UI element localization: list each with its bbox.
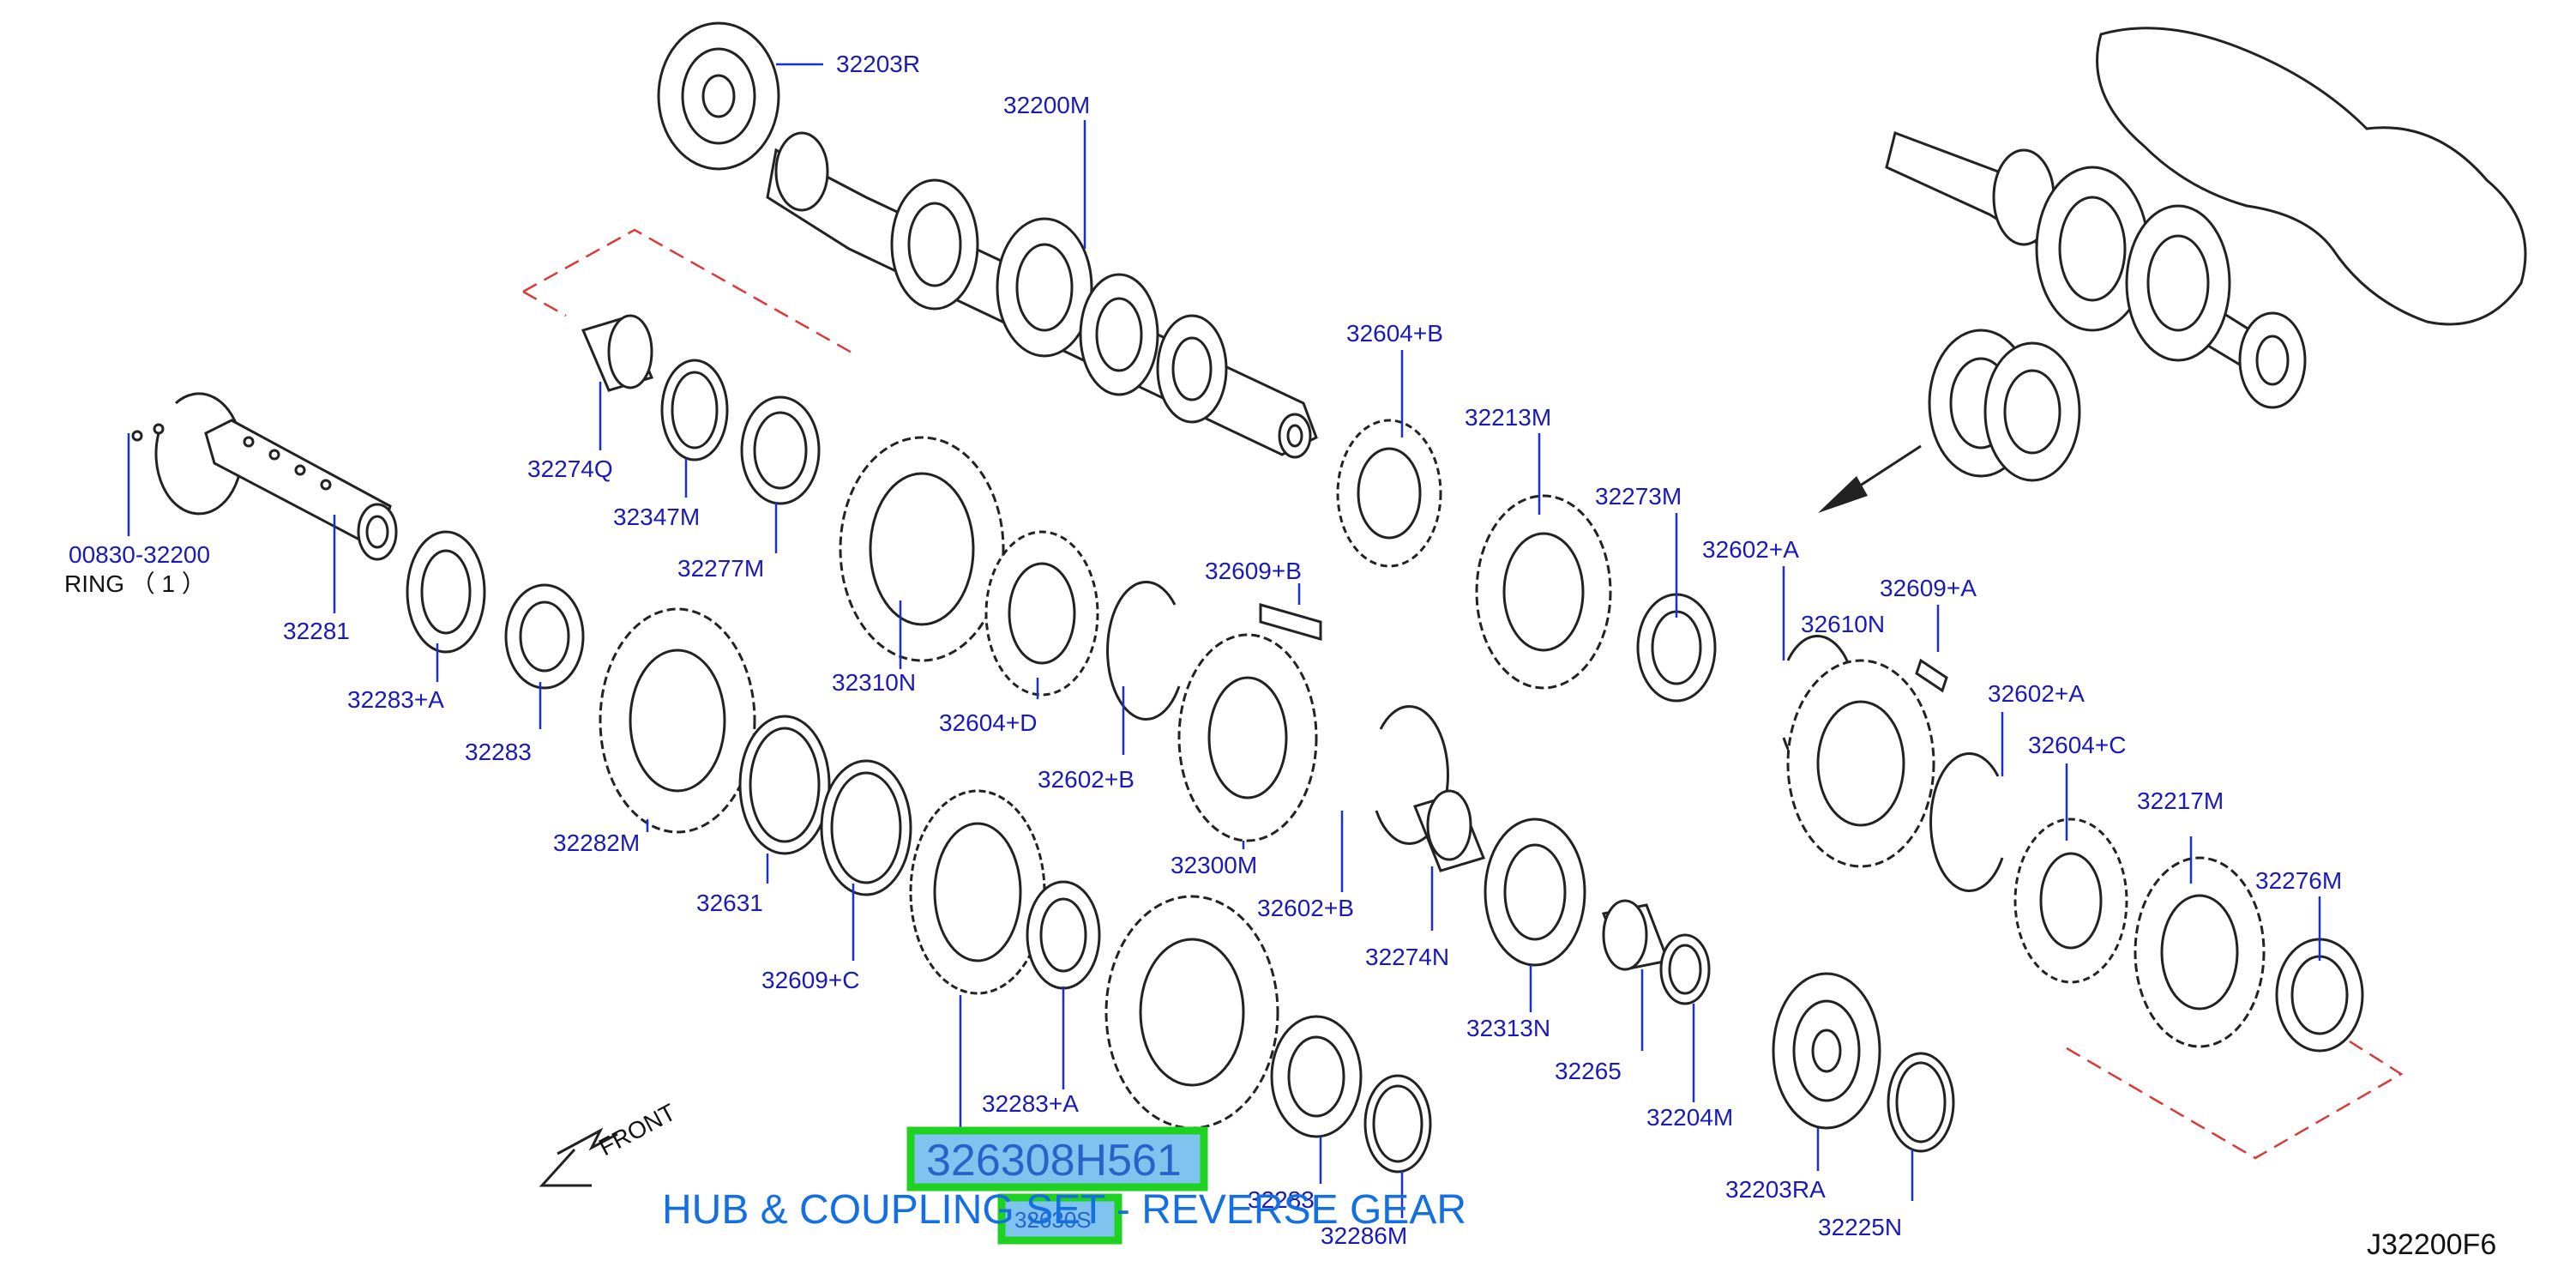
leader-lines bbox=[127, 63, 2321, 1218]
dashed-group-outline-left bbox=[522, 228, 854, 355]
label-32283a-2[interactable]: 32283+A bbox=[982, 1090, 1079, 1117]
washer-32631 bbox=[738, 715, 831, 855]
label-32213m[interactable]: 32213M bbox=[1465, 404, 1551, 431]
assembly-overview-sketch bbox=[1885, 27, 2527, 482]
sub-code-highlight-box bbox=[997, 1193, 1122, 1245]
bushing-32274n bbox=[1412, 789, 1486, 872]
washer-32609c bbox=[820, 759, 912, 896]
dashed-group-outline-right bbox=[2066, 1040, 2404, 1160]
label-32300m[interactable]: 32300M bbox=[1171, 852, 1257, 878]
label-32283-1[interactable]: 32283 bbox=[465, 739, 532, 765]
reverse-gear bbox=[1104, 895, 1279, 1130]
hub-coupling-reverse-gear bbox=[909, 789, 1046, 995]
label-32281[interactable]: 32281 bbox=[283, 618, 350, 644]
needle-bearing-32283-lower bbox=[1270, 1015, 1363, 1138]
gear-32300m bbox=[1177, 633, 1318, 842]
label-32347m[interactable]: 32347M bbox=[613, 504, 700, 530]
circlip-ring bbox=[131, 392, 244, 516]
label-32217m[interactable]: 32217M bbox=[2137, 787, 2224, 814]
front-direction-indicator: FRONT bbox=[539, 1099, 680, 1187]
snap-ring-32602b-lower bbox=[1375, 704, 1449, 845]
needle-bearing-32283-upper bbox=[504, 583, 585, 690]
shaft-gear-2 bbox=[996, 217, 1093, 358]
label-32204m[interactable]: 32204M bbox=[1646, 1104, 1733, 1131]
shaft-gear-1 bbox=[890, 178, 979, 311]
label-32313n[interactable]: 32313N bbox=[1466, 1015, 1550, 1041]
sleeve-32265 bbox=[1601, 899, 1670, 971]
direction-arrow bbox=[1818, 444, 1922, 513]
gear-32217m bbox=[2134, 856, 2266, 1048]
shaft-spline bbox=[774, 131, 829, 212]
label-32604c[interactable]: 32604+C bbox=[2028, 732, 2126, 758]
diagram-reference-code: J32200F6 bbox=[2367, 1228, 2496, 1261]
main-shaft-32200m bbox=[766, 131, 1318, 459]
selected-part-number[interactable]: 326308H561 bbox=[926, 1136, 1182, 1186]
gear-32282m bbox=[599, 607, 756, 834]
seal-32283a-upper bbox=[406, 530, 486, 654]
front-label: FRONT bbox=[594, 1099, 680, 1161]
shaft-gear-4 bbox=[1156, 314, 1228, 424]
label-32277m[interactable]: 32277M bbox=[677, 555, 764, 582]
label-32631[interactable]: 32631 bbox=[696, 890, 763, 916]
label-32604b[interactable]: 32604+B bbox=[1346, 320, 1443, 347]
label-32602a-2[interactable]: 32602+A bbox=[1988, 680, 2085, 707]
reverse-idler-shaft-32281 bbox=[204, 419, 398, 561]
label-32609c[interactable]: 32609+C bbox=[761, 967, 859, 993]
seal-32283a-lower bbox=[1026, 880, 1101, 990]
washer-32286m bbox=[1363, 1074, 1432, 1173]
label-32203ra[interactable]: 32203RA bbox=[1725, 1176, 1826, 1203]
shaft-gear-3 bbox=[1079, 273, 1159, 396]
snap-ring-32602a-lower bbox=[1929, 751, 2004, 892]
washer-32204m bbox=[1659, 933, 1711, 1005]
part-labels: 32203R 32200M 32604+B 32213M 32273M 3260… bbox=[64, 51, 2342, 1249]
shim-32225n bbox=[1887, 1052, 1955, 1153]
gear-32213m bbox=[1475, 494, 1612, 690]
selected-part-caption: HUB & COUPLING SET - REVERSE GEAR bbox=[662, 1187, 1466, 1233]
synchro-hub-32604d bbox=[984, 530, 1099, 697]
selected-part-subcode[interactable]: 32630S bbox=[1014, 1207, 1092, 1233]
label-32604d[interactable]: 32604+D bbox=[939, 709, 1037, 736]
keys-32609a bbox=[1915, 658, 1948, 693]
label-32200m[interactable]: 32200M bbox=[1003, 92, 1090, 118]
label-00830-32200[interactable]: 00830-32200 bbox=[69, 541, 210, 568]
needle-bearing-32277m bbox=[740, 395, 821, 505]
label-32602b-2[interactable]: 32602+B bbox=[1257, 895, 1354, 921]
label-32283-2[interactable]: 32283 bbox=[1248, 1186, 1315, 1213]
bushing-32274q bbox=[581, 314, 654, 392]
label-32283a-1[interactable]: 32283+A bbox=[347, 686, 444, 713]
gear-32610n bbox=[1786, 659, 1935, 868]
label-32286m[interactable]: 32286M bbox=[1321, 1222, 1407, 1249]
synchro-hub-32604c bbox=[2013, 817, 2128, 984]
selected-part-highlight[interactable]: 326308H561 32630S bbox=[906, 1126, 1208, 1245]
label-32609b[interactable]: 32609+B bbox=[1205, 558, 1302, 584]
label-32602b-1[interactable]: 32602+B bbox=[1038, 766, 1135, 793]
snap-ring-32602b-upper bbox=[1106, 580, 1181, 721]
label-32602a-1[interactable]: 32602+A bbox=[1702, 536, 1799, 563]
label-32273m[interactable]: 32273M bbox=[1595, 483, 1682, 510]
bearing-32203ra bbox=[1772, 972, 1881, 1130]
gear-32310n bbox=[839, 436, 1005, 662]
keys-32609b bbox=[1259, 603, 1322, 641]
label-32274q[interactable]: 32274Q bbox=[527, 456, 613, 482]
label-32203r[interactable]: 32203R bbox=[836, 51, 920, 77]
part-number-highlight-box bbox=[906, 1126, 1208, 1192]
synchro-hub-32604b bbox=[1336, 419, 1442, 568]
label-32282m[interactable]: 32282M bbox=[553, 830, 640, 856]
label-32274n[interactable]: 32274N bbox=[1365, 944, 1449, 970]
label-32276m[interactable]: 32276M bbox=[2255, 867, 2342, 894]
label-ring: RING （ 1 ） bbox=[64, 570, 206, 597]
label-32225n[interactable]: 32225N bbox=[1818, 1214, 1902, 1240]
label-32610n[interactable]: 32610N bbox=[1801, 611, 1885, 637]
cone-32313n bbox=[1484, 817, 1586, 967]
bearing-32203r bbox=[657, 21, 780, 171]
label-32310n[interactable]: 32310N bbox=[832, 669, 916, 696]
label-32609a[interactable]: 32609+A bbox=[1880, 575, 1977, 601]
washer-32347m bbox=[660, 359, 729, 462]
label-32265[interactable]: 32265 bbox=[1555, 1058, 1622, 1084]
